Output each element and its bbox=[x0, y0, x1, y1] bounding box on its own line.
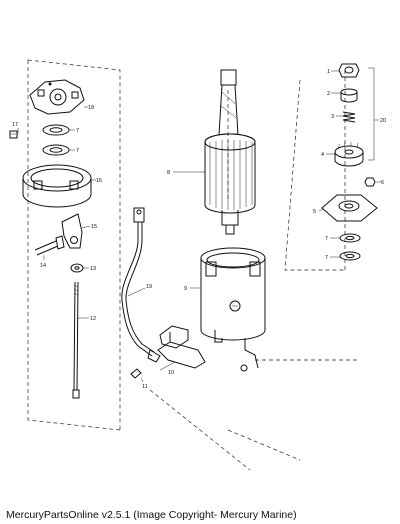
callout-6: 6 bbox=[381, 180, 384, 186]
callout-3: 3 bbox=[331, 114, 334, 120]
spring-part-3[interactable] bbox=[342, 111, 356, 123]
leader-lines bbox=[17, 70, 381, 383]
bolt-part-14[interactable] bbox=[34, 235, 65, 256]
callout-14: 14 bbox=[40, 263, 46, 269]
callout-13: 13 bbox=[90, 266, 96, 272]
bolt-part-17[interactable] bbox=[9, 130, 18, 139]
copyright-footer: MercuryPartsOnline v2.5.1 (Image Copyrig… bbox=[6, 509, 297, 521]
bracket-part-15[interactable] bbox=[61, 213, 83, 249]
callout-11: 11 bbox=[142, 384, 148, 390]
callout-8: 8 bbox=[167, 170, 170, 176]
callout-20: 20 bbox=[380, 118, 386, 124]
drive-end-cap-part-5[interactable] bbox=[321, 194, 378, 222]
end-cap-part-18[interactable] bbox=[29, 79, 85, 115]
callout-17: 17 bbox=[12, 122, 18, 128]
through-bolt-part-12[interactable] bbox=[72, 281, 80, 399]
callout-18: 18 bbox=[88, 105, 94, 111]
spacer-part-2[interactable] bbox=[340, 88, 358, 103]
assembly-dash-lines bbox=[27, 59, 360, 471]
callout-4: 4 bbox=[321, 152, 324, 158]
motor-frame-part-9[interactable] bbox=[200, 247, 266, 372]
screw-part-11[interactable] bbox=[130, 368, 142, 379]
armature-part-8[interactable] bbox=[204, 69, 256, 235]
nut-part-6[interactable] bbox=[364, 177, 376, 187]
callout-10: 10 bbox=[168, 370, 174, 376]
washer-part-7-left-a[interactable] bbox=[42, 124, 70, 136]
callout-7-right-b: 7 bbox=[325, 255, 328, 261]
callout-7-left-b: 7 bbox=[76, 148, 79, 154]
callout-labels: 1 2 3 4 5 6 7 7 20 18 7 7 17 16 15 14 13… bbox=[12, 69, 386, 390]
washer-part-7-right-a[interactable] bbox=[339, 233, 361, 243]
callout-5: 5 bbox=[313, 209, 316, 215]
callout-2: 2 bbox=[327, 91, 330, 97]
nut-part-1[interactable] bbox=[338, 63, 360, 78]
callout-16: 16 bbox=[96, 178, 102, 184]
callout-7-left-a: 7 bbox=[76, 128, 79, 134]
callout-15: 15 bbox=[91, 224, 97, 230]
brush-holder-part-10[interactable] bbox=[157, 325, 206, 369]
washer-part-7-right-b[interactable] bbox=[339, 251, 361, 261]
callout-12: 12 bbox=[90, 316, 96, 322]
cable-part-19[interactable] bbox=[121, 207, 161, 363]
washer-part-7-left-b[interactable] bbox=[42, 144, 70, 156]
callout-9: 9 bbox=[184, 286, 187, 292]
callout-19: 19 bbox=[146, 284, 152, 290]
field-ring-part-16[interactable] bbox=[22, 164, 92, 208]
callout-1: 1 bbox=[327, 69, 330, 75]
callout-7-right-a: 7 bbox=[325, 236, 328, 242]
drive-gear-part-4[interactable] bbox=[334, 141, 364, 167]
bracket-line-part-20 bbox=[368, 67, 379, 161]
nut-part-13[interactable] bbox=[70, 263, 84, 273]
